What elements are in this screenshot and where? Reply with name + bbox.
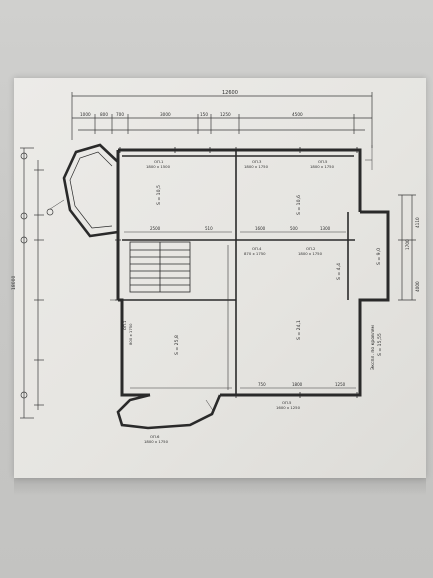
room-area-2: S = 10,6 <box>296 195 302 215</box>
right-dim-3: 4000 <box>415 281 420 292</box>
window-label-2: ОП.3 <box>252 159 262 164</box>
top-dim-4: 3000 <box>160 112 171 117</box>
paper-sheet <box>14 78 426 478</box>
inner-dim-4: 500 <box>290 226 298 231</box>
inner-dim-5: 1300 <box>320 226 331 231</box>
bottom-dim-1: 750 <box>258 382 266 387</box>
roof-note: Экспл. по кровлям <box>370 324 376 370</box>
window-size-3: 1800 x 1750 <box>310 164 335 169</box>
window-label-3: ОП.5 <box>318 159 328 164</box>
left-dimension-lines <box>20 147 44 419</box>
window-label-6: ОП.5 <box>282 400 292 405</box>
window-label-1: ОП.1 <box>154 159 164 164</box>
top-dimension-lines <box>71 92 373 148</box>
room-area-5: S = 4,4 <box>336 263 342 280</box>
right-dimension-lines <box>398 194 416 301</box>
right-dim-1: 1700 <box>405 239 410 250</box>
staircase <box>129 241 191 293</box>
inner-dim-1: 2500 <box>150 226 161 231</box>
top-dim-3: 700 <box>116 112 124 117</box>
inner-dim-3: 1600 <box>255 226 266 231</box>
window-size-8: 800 x 1750 <box>128 323 133 345</box>
window-size-4: 870 x 1750 <box>244 251 266 256</box>
roof-note-area: S = 15,55 <box>377 333 383 356</box>
overall-top-dim: 12600 <box>222 90 238 96</box>
bottom-dim-2: 1800 <box>292 382 303 387</box>
window-size-2: 1800 x 1750 <box>244 164 269 169</box>
top-dim-2: 800 <box>100 112 108 117</box>
room-area-3: S = 9,0 <box>376 248 382 265</box>
window-label-7: ОП.6 <box>150 434 160 439</box>
room-area-hall: S = 25,8 <box>174 335 180 355</box>
axis-bubbles <box>20 152 54 399</box>
room-area-1: S = 10,5 <box>156 185 162 205</box>
left-overall-dim: 18000 <box>11 276 17 290</box>
top-dim-5: 150 <box>200 112 208 117</box>
window-size-5: 1800 x 1750 <box>298 251 323 256</box>
sheet-shadow <box>14 478 426 496</box>
window-size-7: 1800 x 1750 <box>144 439 169 444</box>
bottom-dim-3: 1250 <box>335 382 346 387</box>
inner-walls <box>122 150 355 395</box>
top-dim-1: 1000 <box>80 112 91 117</box>
window-label-4: ОП.4 <box>252 246 262 251</box>
bay-top-left-inner <box>69 151 113 229</box>
right-dim-2: 4110 <box>415 217 420 228</box>
room-area-4: S = 24,1 <box>296 320 302 340</box>
window-label-8: ОП.1 <box>122 320 127 330</box>
window-label-5: ОП.2 <box>306 246 316 251</box>
leader-lines <box>49 145 373 413</box>
top-dim-6: 1250 <box>220 112 231 117</box>
top-dim-7: 4500 <box>292 112 303 117</box>
bay-bottom <box>116 393 222 430</box>
bay-top-left <box>62 143 119 238</box>
window-size-6: 1600 x 1250 <box>276 405 301 410</box>
inner-dim-2: 510 <box>205 226 213 231</box>
window-size-1: 1800 x 1500 <box>146 164 171 169</box>
inner-dimension-lines <box>124 231 356 390</box>
